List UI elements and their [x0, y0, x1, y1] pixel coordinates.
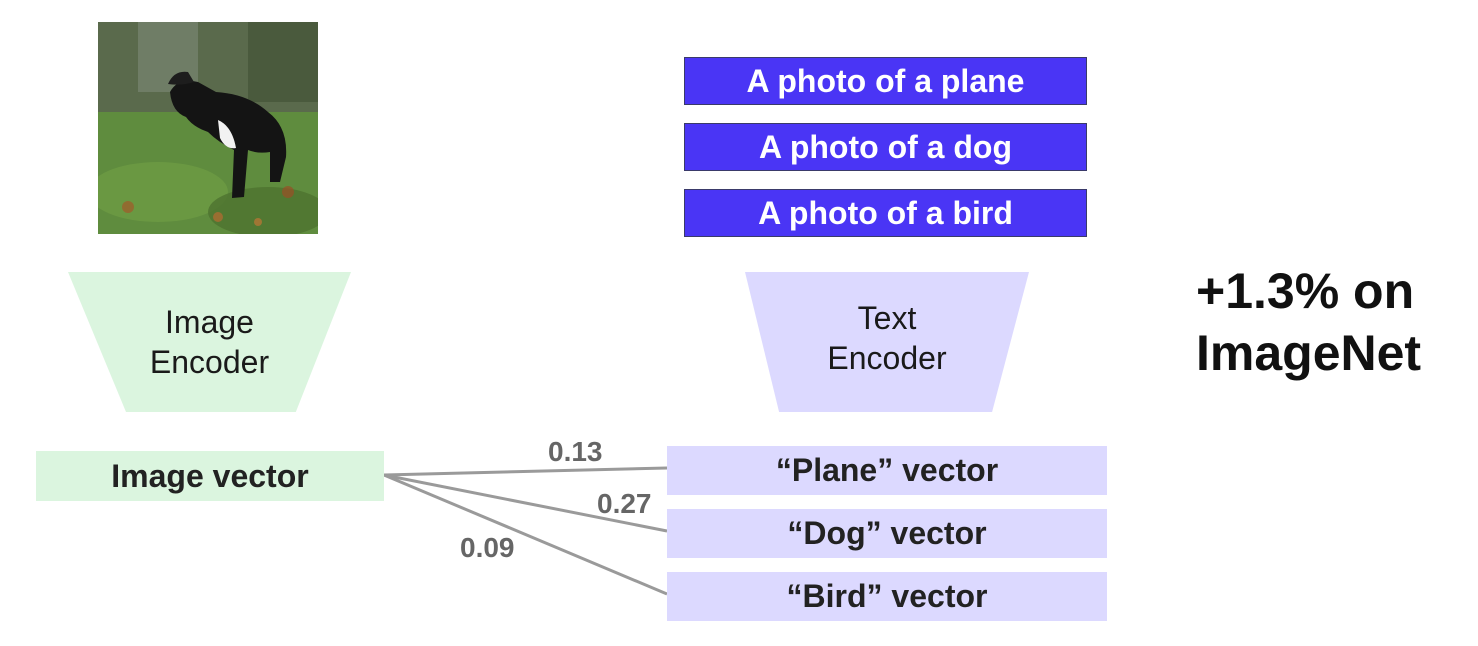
prompt-dog: A photo of a dog: [684, 123, 1087, 171]
text-encoder: Text Encoder: [745, 272, 1029, 412]
score-bird: 0.09: [460, 532, 515, 563]
callout-line2: ImageNet: [1196, 325, 1422, 381]
text-encoder-label-line1: Text: [857, 300, 917, 336]
prompt-plane: A photo of a plane: [684, 57, 1087, 105]
bird-vector: “Bird” vector: [667, 572, 1107, 621]
dog-photo-illustration: [98, 22, 318, 234]
connector-dog: [383, 473, 668, 533]
dog-photo: [98, 22, 318, 234]
image-encoder-label-line2: Encoder: [149, 344, 270, 380]
score-plane: 0.13: [548, 436, 603, 467]
image-encoder-label-line1: Image: [165, 304, 254, 340]
plane-vector: “Plane” vector: [667, 446, 1107, 495]
imagenet-gain-callout: +1.3% on ImageNet: [1196, 260, 1421, 384]
score-dog: 0.27: [597, 488, 652, 519]
connector-bird: [383, 473, 668, 596]
callout-line1: +1.3% on: [1196, 263, 1415, 319]
dog-vector: “Dog” vector: [667, 509, 1107, 558]
text-encoder-label-line2: Encoder: [827, 340, 947, 376]
prompt-bird: A photo of a bird: [684, 189, 1087, 237]
connector-plane: [383, 466, 668, 477]
image-vector: Image vector: [36, 451, 384, 501]
